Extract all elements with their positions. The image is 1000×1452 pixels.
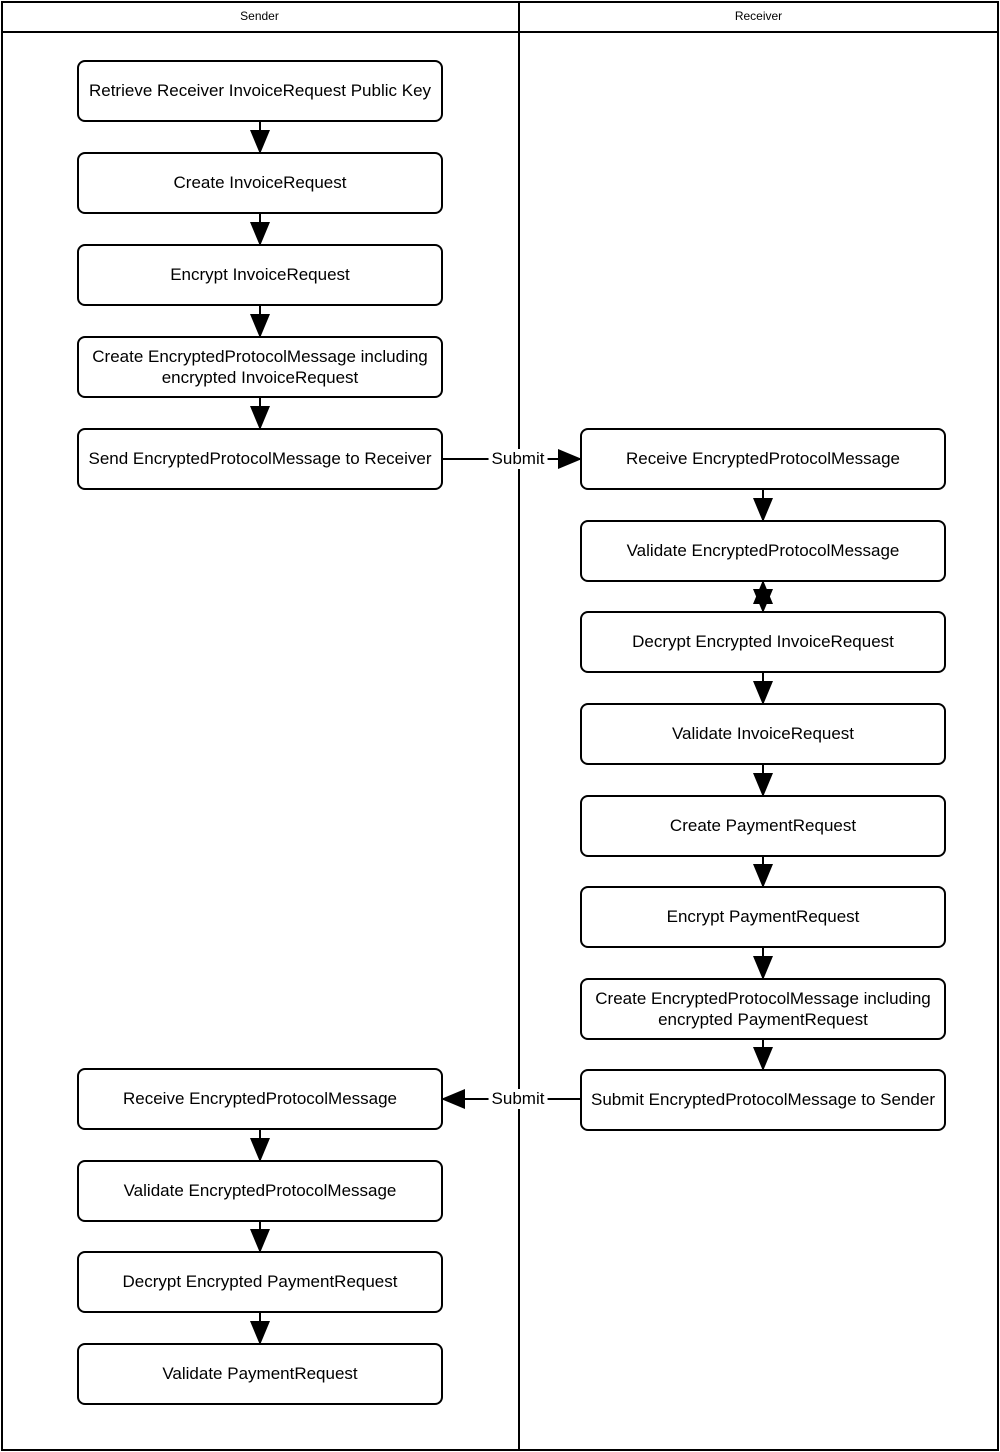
node-decrypt-encrypted-paymentrequest: Decrypt Encrypted PaymentRequest	[77, 1251, 443, 1313]
node-create-paymentrequest: Create PaymentRequest	[580, 795, 946, 857]
lane-divider	[518, 1, 520, 1451]
node-validate-epm-sender: Validate EncryptedProtocolMessage	[77, 1160, 443, 1222]
node-decrypt-encrypted-invoicerequest: Decrypt Encrypted InvoiceRequest	[580, 611, 946, 673]
node-encrypt-paymentrequest: Encrypt PaymentRequest	[580, 886, 946, 948]
node-validate-invoicerequest: Validate InvoiceRequest	[580, 703, 946, 765]
lane-header-receiver: Receiver	[734, 9, 783, 23]
edge-label-submit-to-sender: Submit	[488, 1089, 548, 1109]
edge-label-submit-to-receiver: Submit	[488, 449, 548, 469]
node-validate-epm-receiver: Validate EncryptedProtocolMessage	[580, 520, 946, 582]
node-create-epm-including-invoicerequest: Create EncryptedProtocolMessage includin…	[77, 336, 443, 398]
node-create-epm-including-paymentrequest: Create EncryptedProtocolMessage includin…	[580, 978, 946, 1040]
node-validate-paymentrequest: Validate PaymentRequest	[77, 1343, 443, 1405]
lane-header-sender: Sender	[240, 9, 279, 23]
node-send-epm-to-receiver: Send EncryptedProtocolMessage to Receive…	[77, 428, 443, 490]
lane-header-row: Sender Receiver	[1, 1, 999, 33]
node-encrypt-invoicerequest: Encrypt InvoiceRequest	[77, 244, 443, 306]
node-receive-epm-sender: Receive EncryptedProtocolMessage	[77, 1068, 443, 1130]
node-receive-epm-receiver: Receive EncryptedProtocolMessage	[580, 428, 946, 490]
node-create-invoicerequest: Create InvoiceRequest	[77, 152, 443, 214]
node-retrieve-receiver-invoicerequest-public-key: Retrieve Receiver InvoiceRequest Public …	[77, 60, 443, 122]
node-submit-epm-to-sender: Submit EncryptedProtocolMessage to Sende…	[580, 1069, 946, 1131]
